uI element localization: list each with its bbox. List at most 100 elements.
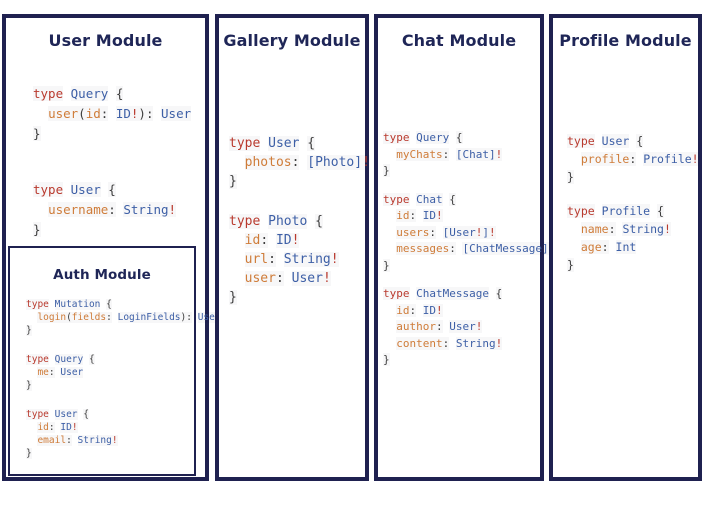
code-token: : xyxy=(429,225,436,239)
code-token: String xyxy=(283,252,331,267)
code-line: id: ID! xyxy=(383,303,540,320)
code-area-chat: type Query { myChats: [Chat]!}type Chat … xyxy=(383,130,555,369)
code-token: ): xyxy=(138,106,154,121)
module-title-auth: Auth Module xyxy=(53,267,151,283)
code-block: type Chat { id: ID! users: [User!]! mess… xyxy=(383,192,555,275)
code-token: } xyxy=(33,126,41,141)
code-line: user: User! xyxy=(229,269,365,288)
code-line: type User { xyxy=(26,408,194,421)
code-token: { xyxy=(657,204,664,218)
code-token: } xyxy=(229,290,237,305)
code-block: type User { profile: Profile!} xyxy=(567,132,699,186)
code-token: } xyxy=(383,258,390,272)
code-line: } xyxy=(383,258,540,275)
code-area-auth: type Mutation { login(fields: LoginField… xyxy=(26,298,221,460)
code-token: String xyxy=(77,435,112,446)
code-token: id xyxy=(37,422,49,433)
code-token: type xyxy=(383,287,410,300)
code-token: me xyxy=(37,367,49,378)
module-card-auth: Auth Module type Mutation { login(fields… xyxy=(8,246,221,476)
code-token: Int xyxy=(615,240,637,254)
code-token: { xyxy=(315,214,323,229)
code-token: } xyxy=(26,448,32,459)
code-token: ! xyxy=(691,152,699,166)
code-line: } xyxy=(33,124,205,144)
code-token: user xyxy=(244,271,276,286)
code-line: } xyxy=(229,288,365,307)
code-token: { xyxy=(115,86,124,101)
code-area-user: type Query { user(id: ID!): User}type Us… xyxy=(33,84,205,240)
code-line: type Query { xyxy=(33,84,205,104)
code-token: } xyxy=(383,353,390,366)
code-token: profile xyxy=(580,152,630,166)
code-token: { xyxy=(106,299,112,310)
code-token: type xyxy=(26,354,49,365)
code-line: } xyxy=(567,256,698,274)
code-token: email xyxy=(37,435,67,446)
code-token: ! xyxy=(330,252,339,267)
code-line: } xyxy=(567,168,698,186)
code-token: : xyxy=(106,312,112,323)
code-line: url: String! xyxy=(229,250,365,269)
code-token: Chat xyxy=(416,192,443,206)
code-token: : xyxy=(260,233,269,248)
code-token: type xyxy=(383,192,410,206)
code-token: Query xyxy=(70,86,109,101)
code-token: users xyxy=(396,225,430,239)
module-card-chat: Chat Module type Query { myChats: [Chat]… xyxy=(374,14,555,481)
code-line: photos: [Photo]! xyxy=(229,153,370,172)
code-block: type Query { user(id: ID!): User} xyxy=(33,84,205,144)
code-token: { xyxy=(636,134,644,148)
code-line: name: String! xyxy=(567,220,698,238)
code-token: { xyxy=(449,192,456,206)
code-line: age: Int xyxy=(567,238,698,256)
code-line: } xyxy=(26,379,194,392)
code-token: name xyxy=(580,222,609,236)
code-line: type Profile { xyxy=(567,202,698,220)
code-token: type xyxy=(26,409,49,420)
code-token: [Chat] xyxy=(455,147,496,161)
code-token: ! xyxy=(663,222,671,236)
module-title-profile: Profile Module xyxy=(559,31,692,50)
code-line: type User { xyxy=(567,132,698,150)
code-token: User xyxy=(60,367,84,378)
code-token: ChatMessage xyxy=(416,287,489,300)
code-token: type xyxy=(33,182,64,197)
code-token: type xyxy=(567,134,595,148)
code-block: type Query { me: User} xyxy=(26,353,194,392)
code-line: users: [User!]! xyxy=(383,225,540,242)
code-line: type Mutation { xyxy=(26,298,194,311)
code-block: type User { id: ID! email: String!} xyxy=(26,408,194,460)
code-line: } xyxy=(33,220,205,240)
code-line: login(fields: LoginFields): User xyxy=(26,311,220,324)
code-token: url xyxy=(244,252,269,267)
code-token: } xyxy=(567,170,574,184)
code-token: [ChatMessage] xyxy=(462,242,549,255)
code-line: user(id: ID!): User xyxy=(33,104,205,124)
code-token: ! xyxy=(495,336,503,350)
code-token: type xyxy=(229,214,261,229)
module-title-gallery: Gallery Module xyxy=(223,31,361,50)
code-token: Profile xyxy=(643,152,692,166)
code-block: type Mutation { login(fields: LoginField… xyxy=(26,298,221,337)
code-token: LoginFields xyxy=(117,312,181,323)
code-token: { xyxy=(455,131,463,144)
code-line: content: String! xyxy=(383,336,540,353)
code-token: : xyxy=(608,222,616,236)
code-token: : xyxy=(66,435,72,446)
code-token: id xyxy=(396,303,410,317)
code-token: User xyxy=(291,271,323,286)
code-area-profile: type User { profile: Profile!}type Profi… xyxy=(567,132,699,274)
code-token: { xyxy=(108,182,116,197)
code-token: { xyxy=(307,136,316,151)
code-token: : xyxy=(442,147,450,161)
code-token: photos xyxy=(244,155,292,170)
code-block: type User { username: String!} xyxy=(33,180,205,240)
code-token: { xyxy=(495,287,503,300)
code-token: ! xyxy=(362,155,370,170)
code-token: String xyxy=(455,336,496,350)
code-token: ID xyxy=(60,422,72,433)
code-token: type xyxy=(383,131,410,144)
code-token: ! xyxy=(475,320,483,333)
